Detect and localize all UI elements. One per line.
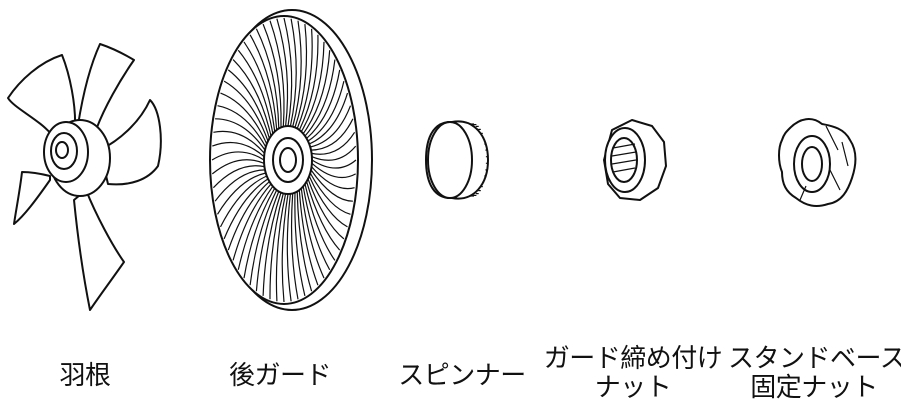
guard-spoke [262,192,282,296]
guard-spoke [307,80,345,142]
guard-spoke [213,130,265,154]
guard-spoke [269,193,284,300]
label-fan-blade-line1: 羽根 [59,361,111,391]
guard-spoke [289,18,297,127]
guard-spoke [243,187,276,279]
guard-spoke [276,18,289,127]
guard-spoke [255,28,280,129]
guard-spoke [281,193,289,303]
guard-spoke [300,188,325,279]
guard-spoke [307,178,345,240]
spinner-illustration [425,120,489,200]
guard-spoke [302,186,331,271]
guard-spoke [237,185,274,270]
guard-spoke [298,34,319,131]
guard-spoke [283,17,293,127]
guard-spoke [237,49,274,134]
guard-spoke [223,80,269,142]
guard-spoke [262,23,282,128]
guard-spoke [311,162,356,179]
guard-spoke [269,20,285,127]
label-guard-nut-line1: ガード締め付け [543,344,723,374]
guard-spoke [249,34,278,131]
stand-nut-ridges [799,125,849,201]
guard-spoke [311,145,357,161]
guard-spoke [219,175,268,228]
guard-spoke [286,193,292,302]
blade-upper-left [7,54,77,136]
label-stand-nut-line1: スタンドベース [728,344,901,374]
blade-right [99,99,162,186]
guard-spoke [227,69,270,139]
guard-spoke [308,92,349,145]
guard-spoke [310,169,353,202]
stand-nut-illustration [778,118,857,207]
guard-spoke [216,172,266,215]
label-stand-nut-line2: 固定ナット [750,373,878,403]
guard-spoke [215,118,266,151]
guard-spoke [217,105,267,148]
guard-spoke [311,159,357,169]
blade-top [77,43,135,131]
guard-spoke [232,59,272,137]
guard-spoke [310,118,354,151]
stand-nut-hole [801,146,823,182]
label-spinner-line1: スピンナー [398,361,526,391]
guard-spoke [212,141,265,158]
label-stand-nut: スタンドベース 固定ナット [728,344,901,403]
guard-spoke [275,193,287,302]
guard-spoke [298,189,319,286]
blade-lower-left [13,171,51,225]
guard-spoke [232,183,272,261]
label-spinner: スピンナー [382,362,542,391]
guard-spoke [296,28,313,129]
parts-illustration [7,9,857,311]
guard-nut-thread-lines [611,143,637,173]
guard-spoke [214,169,266,202]
guard-spoke [294,192,306,297]
guard-spoke [310,105,352,148]
label-rear-guard-line1: 後ガード [228,361,332,391]
guard-spoke [311,166,355,190]
spinner-face [427,121,473,199]
guard-spokes [211,17,357,303]
label-guard-nut-line2: ナット [594,373,672,403]
guard-spoke [290,193,299,300]
label-rear-guard: 後ガード [200,362,360,391]
fan-blade-illustration [7,43,162,311]
guard-spoke [308,175,348,228]
guard-spoke [300,41,325,133]
guard-nut-illustration [603,119,667,201]
label-fan-blade: 羽根 [30,362,140,391]
guard-spoke [212,165,265,189]
guard-spoke [220,92,268,145]
blade-lower-right [73,189,125,311]
guard-spoke [223,178,269,240]
guard-spoke [311,131,356,155]
guard-spoke [243,41,276,132]
guard-spoke [306,69,341,139]
guard-spoke [211,159,265,175]
guard-spoke [304,59,336,137]
guard-spoke [302,50,331,135]
guard-spoke [304,183,336,261]
guard-spoke [309,172,351,215]
spinner-knurl [470,123,487,197]
guard-spoke [255,191,280,292]
guard-spoke [294,24,308,128]
guard-spoke [211,151,265,161]
guard-spoke [227,181,270,251]
guard-center-hole [279,147,297,173]
guard-spoke [296,191,313,292]
label-guard-nut: ガード締め付け ナット [538,345,728,403]
rear-guard-illustration [209,9,373,311]
guard-spoke [292,20,302,127]
guard-spoke [249,189,278,286]
guard-spoke [306,181,341,251]
blade-hub-center [55,141,69,159]
